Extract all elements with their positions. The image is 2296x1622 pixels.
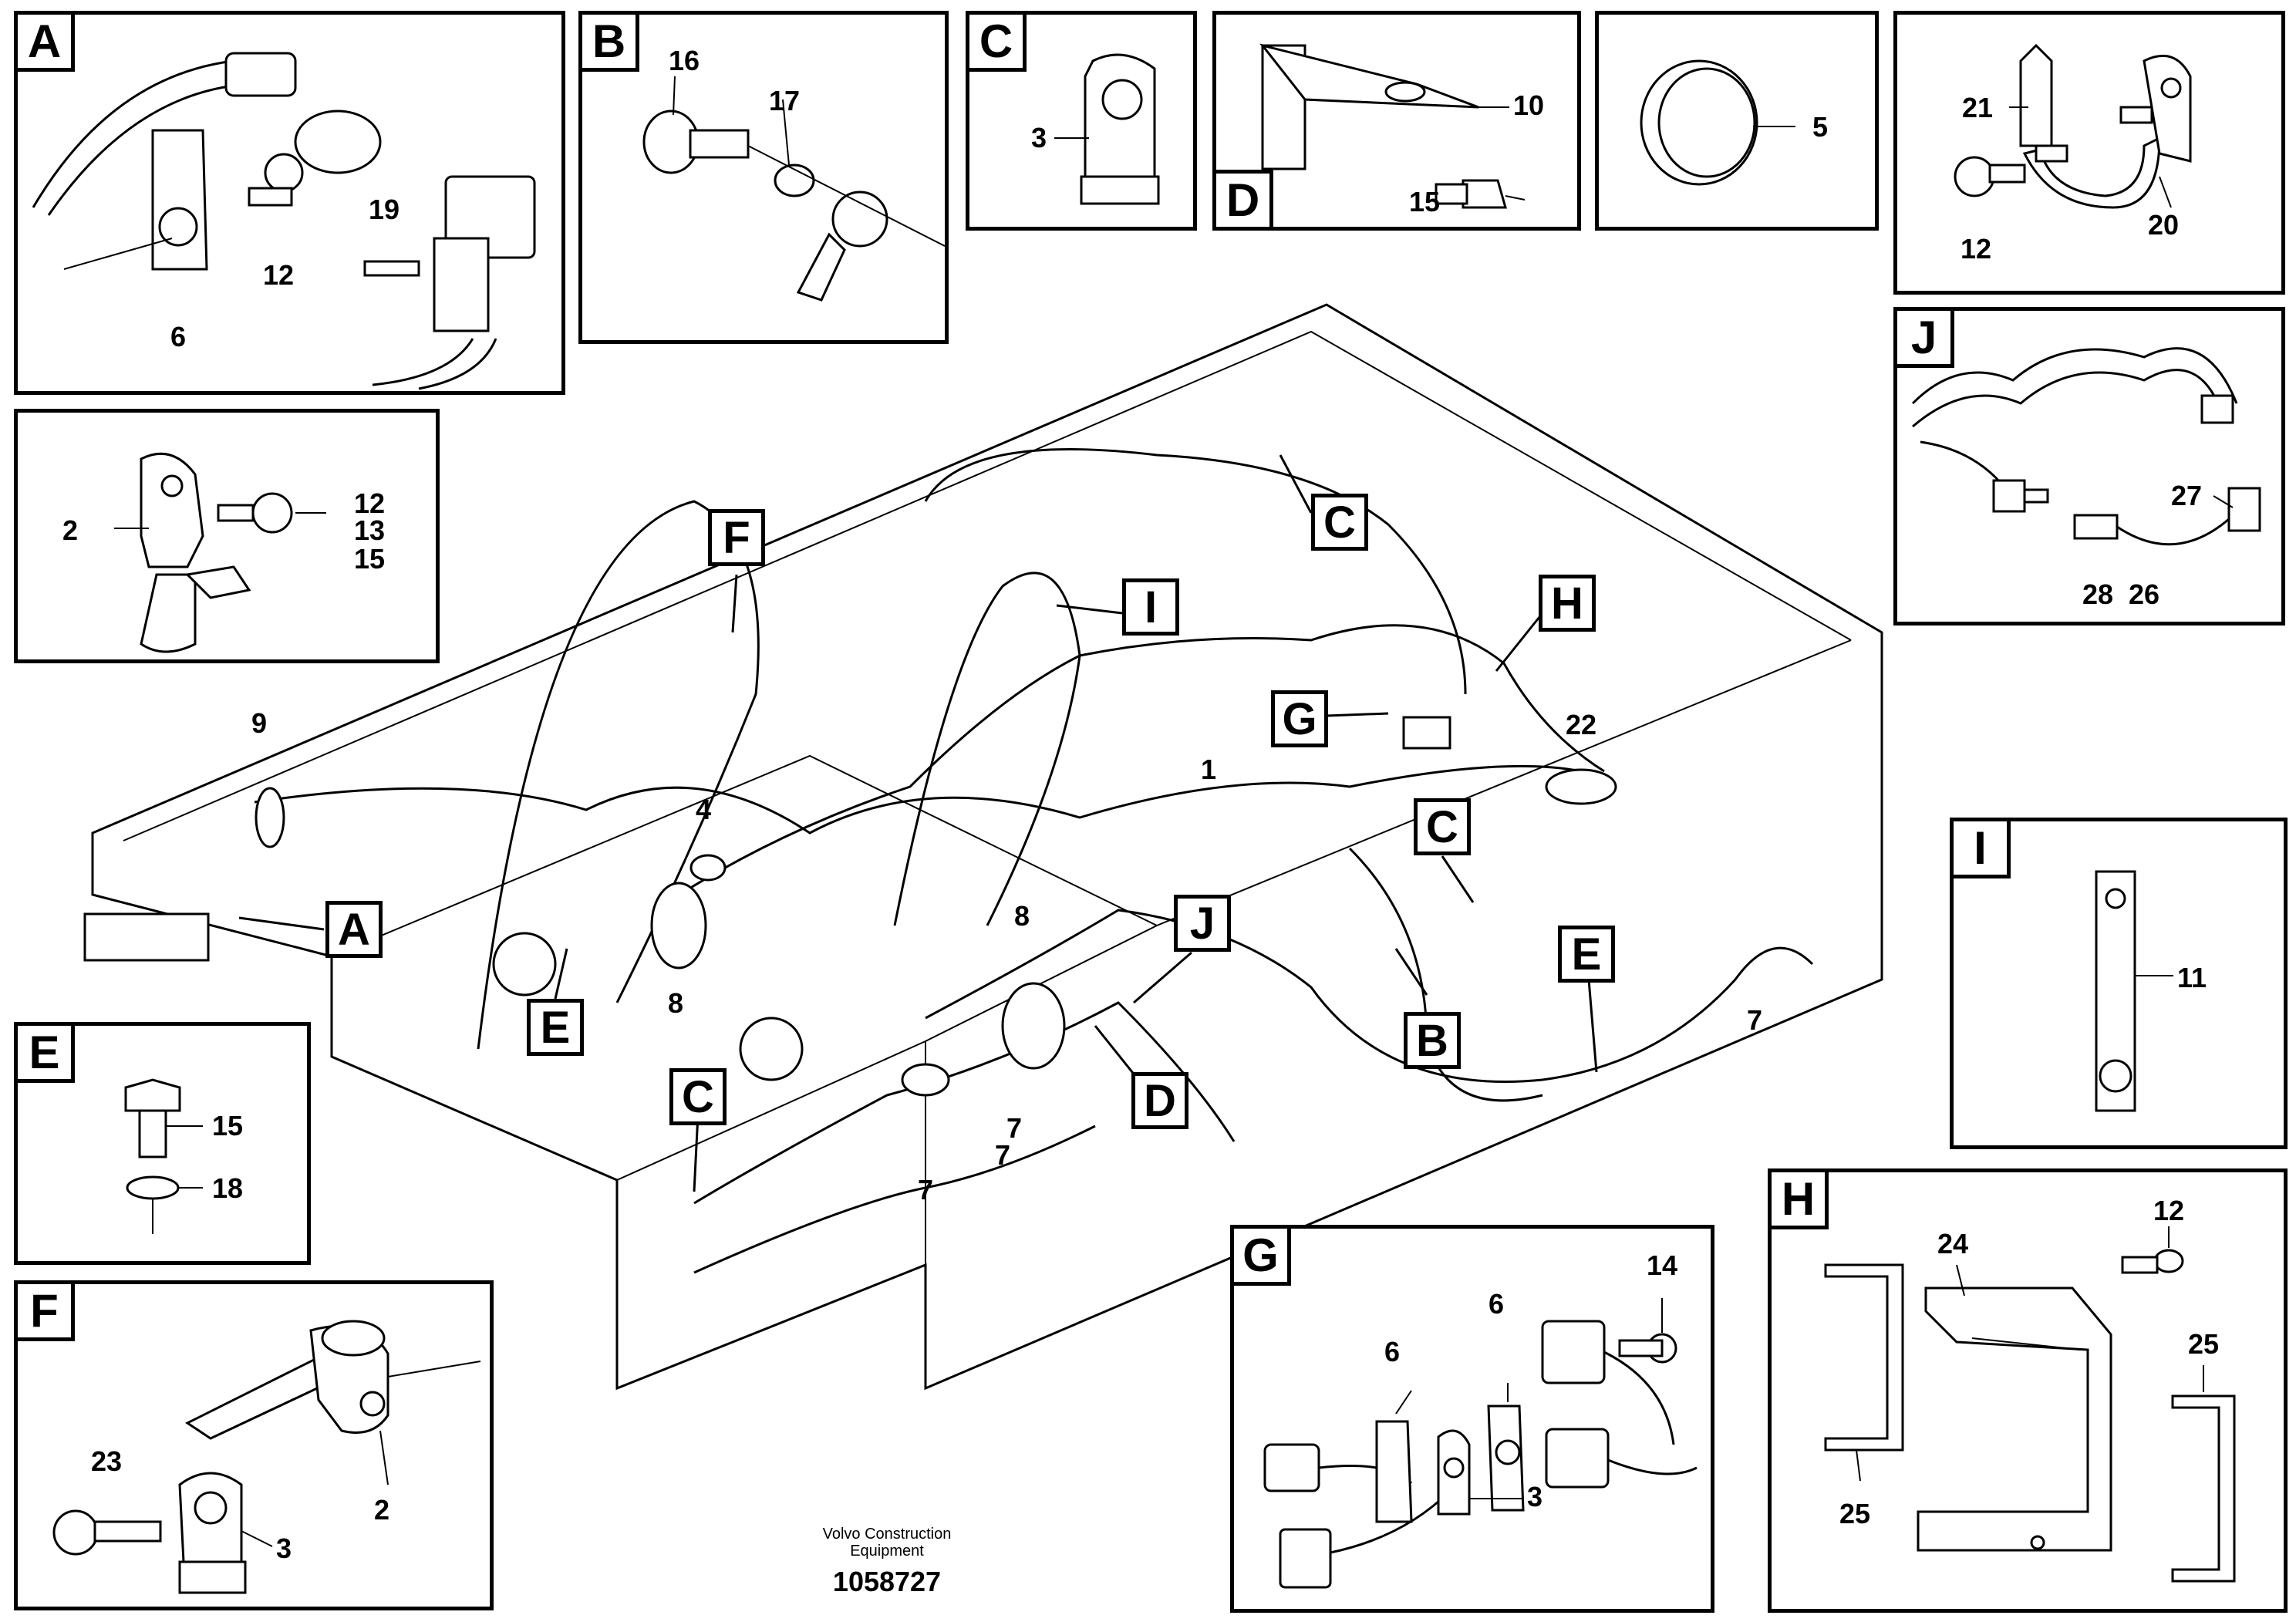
item-number: 6 [170, 321, 187, 352]
item-number: 6 [1489, 1288, 1505, 1320]
item-number: 6 [1384, 1336, 1401, 1367]
panel-letter: E [18, 1026, 75, 1083]
panel-letter: J [1897, 311, 1954, 368]
detail-panel-h: H 12 24 25 25 [1768, 1168, 2288, 1613]
item-number: 7 [995, 1139, 1011, 1171]
callout-g: G [1271, 690, 1328, 747]
item-number: 24 [1937, 1228, 1969, 1259]
panel-letter: A [18, 15, 75, 72]
item-number: 17 [769, 85, 801, 116]
item-number: 15 [354, 543, 386, 575]
callout-b: B [1404, 1012, 1461, 1069]
detail-panel-j: J 27 28 26 [1893, 307, 2285, 626]
item-number: 23 [91, 1445, 123, 1477]
company-line-1: Volvo Construction [822, 1526, 952, 1543]
item-number: 8 [668, 987, 684, 1019]
panel-letter: D [1216, 170, 1273, 227]
detail-panel-2: 2 12 13 15 [14, 409, 440, 663]
detail-panel-b: B 16 17 [578, 11, 949, 344]
panel-letter: C [969, 15, 1027, 72]
document-number: 1058727 [832, 1566, 942, 1597]
panel-i-drawing [2095, 870, 2173, 1112]
item-number: 13 [354, 514, 386, 546]
panel-c-drawing [1054, 53, 1160, 205]
callout-e-right: E [1558, 926, 1615, 983]
item-number: 16 [669, 45, 700, 76]
item-number: 9 [251, 707, 268, 739]
item-number: 2 [62, 514, 79, 546]
item-number: 7 [1747, 1004, 1763, 1036]
item-number: 18 [212, 1172, 244, 1204]
item-number: 20 [2148, 209, 2180, 241]
panel-5-drawing [1640, 59, 1795, 186]
callout-c-top: C [1311, 494, 1368, 551]
item-number: 27 [2171, 480, 2203, 511]
item-number: 7 [1006, 1112, 1023, 1144]
panel-letter: G [1234, 1229, 1291, 1286]
detail-panel-i: I 11 [1950, 818, 2288, 1149]
item-number: 15 [212, 1110, 244, 1141]
panel-letter: F [18, 1284, 75, 1341]
item-number: 10 [1513, 89, 1545, 121]
item-number: 4 [696, 794, 712, 825]
item-number: 15 [1409, 186, 1441, 218]
callout-c-mid: C [1414, 798, 1471, 855]
detail-panel-d: 10 15 D [1212, 11, 1581, 231]
detail-panel-f: F 23 3 2 [14, 1280, 494, 1610]
item-number: 12 [263, 259, 295, 291]
item-number: 26 [2129, 578, 2160, 610]
item-number: 7 [918, 1174, 934, 1206]
detail-panel-e: E 15 18 [14, 1022, 311, 1265]
panel-j-drawing [1911, 347, 2261, 546]
callout-h: H [1539, 575, 1596, 632]
callout-i: I [1122, 578, 1179, 636]
item-number: 21 [1962, 92, 1994, 123]
detail-panel-a: A 19 12 6 [14, 11, 565, 395]
item-number: 2 [374, 1494, 390, 1526]
item-number: 14 [1647, 1249, 1678, 1281]
panel-2-drawing [114, 452, 326, 653]
panel-e-drawing [124, 1078, 203, 1234]
panel-g-drawing [1263, 1298, 1698, 1589]
item-number: 1 [1201, 754, 1217, 785]
item-number: 28 [2082, 578, 2114, 610]
item-number: 22 [1566, 709, 1597, 740]
callout-d: D [1131, 1072, 1188, 1129]
panel-d-drawing [1259, 43, 1526, 209]
detail-panel-5: 5 [1595, 11, 1879, 231]
callout-j: J [1174, 895, 1231, 952]
panel-a-drawing [32, 52, 536, 390]
panel-letter: H [1772, 1172, 1829, 1229]
panel-b-drawing [642, 76, 945, 302]
panel-f-drawing [52, 1320, 481, 1594]
panel-h-drawing [1824, 1226, 2236, 1583]
callout-a: A [325, 901, 383, 958]
callout-e-left: E [527, 999, 584, 1056]
panel-21-drawing [1954, 43, 2192, 209]
company-line-2: Equipment [850, 1543, 924, 1560]
item-number: 12 [1961, 233, 1992, 265]
detail-panel-c: C 3 [966, 11, 1197, 231]
item-number: 19 [369, 194, 400, 225]
item-number: 3 [1527, 1481, 1543, 1512]
item-number: 3 [1031, 122, 1047, 153]
item-number: 12 [354, 487, 386, 519]
item-number: 5 [1812, 111, 1829, 143]
item-number: 11 [2177, 962, 2207, 993]
item-number: 12 [2153, 1195, 2185, 1226]
detail-panel-21: 21 12 20 [1893, 11, 2285, 295]
item-number: 3 [276, 1533, 292, 1564]
item-number: 25 [2188, 1328, 2220, 1360]
panel-letter: I [1954, 821, 2011, 878]
detail-panel-g: G 14 6 6 3 [1230, 1225, 1714, 1613]
callout-f: F [708, 509, 765, 566]
callout-c-bottom: C [669, 1068, 727, 1125]
item-number: 25 [1839, 1498, 1871, 1529]
item-number: 8 [1014, 900, 1030, 932]
panel-letter: B [582, 15, 639, 72]
